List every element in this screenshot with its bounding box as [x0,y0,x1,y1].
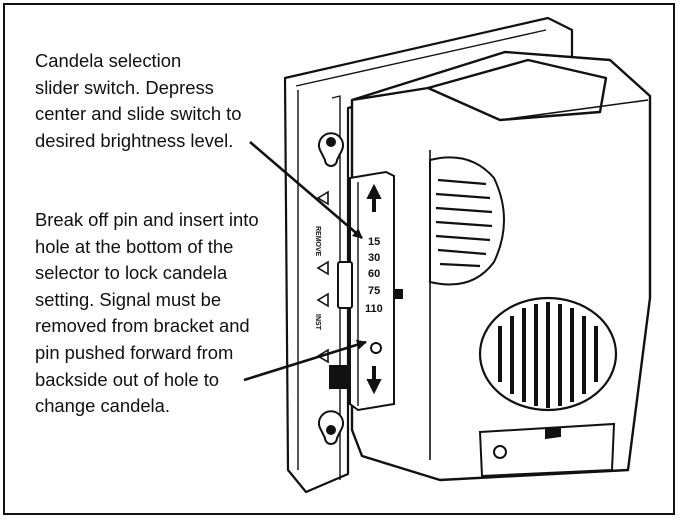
bracket-label-remove: REMOVE [314,226,321,257]
keyhole-slot-lower [318,410,344,445]
candela-value-15: 15 [368,236,380,248]
speaker-grille [478,296,618,412]
break-off-pin-callout: Break off pin and insert into hole at th… [35,209,259,417]
bracket-lettering: REMOVE INST [314,226,321,331]
device-body [350,50,652,482]
pin-callout-arrow [243,339,367,382]
candela-value-60: 60 [368,268,380,280]
candela-selection-callout: Candela selection slider switch. Depress… [35,50,242,151]
candela-value-110: 110 [365,303,383,315]
candela-scale: 15 30 60 75 110 [365,236,383,315]
candela-value-75: 75 [368,285,380,297]
figure-border [3,3,675,515]
candela-value-30: 30 [368,252,380,264]
bracket-tabs [316,190,329,364]
bottom-pad [478,422,616,478]
keyhole-slot-upper [318,132,344,167]
strobe-lens [429,156,505,286]
bracket-label-inst: INST [314,314,321,331]
leader-arrows [243,141,367,382]
candela-callout-arrow [249,141,363,239]
